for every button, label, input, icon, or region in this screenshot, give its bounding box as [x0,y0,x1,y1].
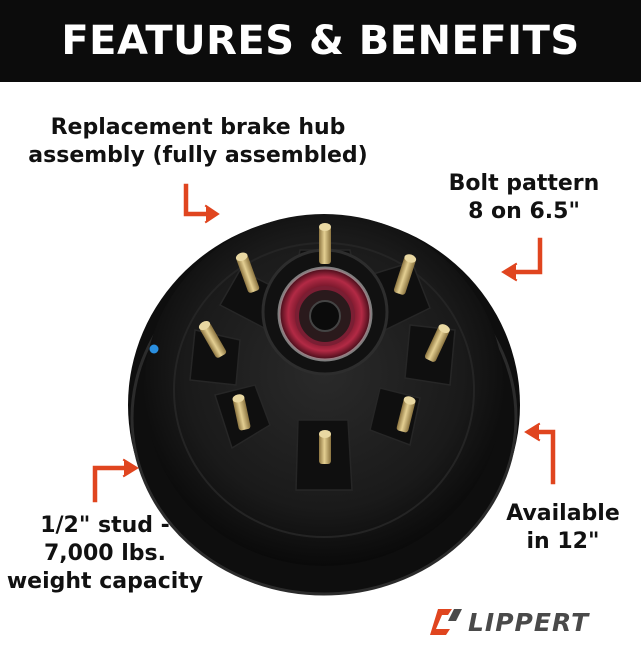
callout-line: in 12" [526,529,600,554]
header-banner: FEATURES & BENEFITS [0,0,641,82]
callout-line: 7,000 lbs. [44,541,166,566]
stud [319,430,331,464]
callout-line: weight capacity [6,569,204,594]
stud [235,252,260,293]
arrow-hub [183,183,220,224]
brand-logo: LIPPERT [430,604,630,640]
callout-stud-capacity: 1/2" stud - 7,000 lbs. weight capacity [0,512,210,596]
lippert-logo-icon [430,609,462,635]
callout-line: Bolt pattern [448,171,600,196]
callout-line: Replacement brake hub [50,115,346,140]
paint-dot [149,344,159,354]
arrow-stud [92,458,139,503]
stud [232,394,251,431]
callout-line: 8 on 6.5" [468,199,580,224]
callout-bolt-pattern: Bolt pattern 8 on 6.5" [434,170,614,226]
callout-available-size: Available in 12" [488,500,638,556]
callout-arrows [92,183,556,503]
stud [198,320,227,358]
callout-line: Available [506,501,620,526]
arrow-bolt [501,237,543,282]
spindle-bore [309,300,341,332]
stud [396,396,416,433]
stud [424,324,450,362]
arrow-available [524,422,556,485]
stud [319,223,331,264]
page-title: FEATURES & BENEFITS [61,18,580,64]
callout-line: 1/2" stud - [40,513,170,538]
wheel-studs [198,223,450,464]
stud [393,254,417,295]
callout-line: assembly (fully assembled) [28,143,368,168]
logo-wordmark: LIPPERT [468,607,590,637]
callout-hub-assembly: Replacement brake hub assembly (fully as… [22,114,374,170]
